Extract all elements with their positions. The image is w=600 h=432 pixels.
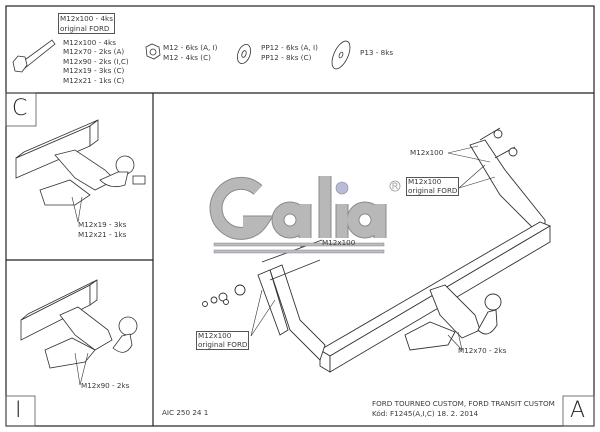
- washer-list: PP12 - 6ks (A, I) PP12 - 8ks (C): [261, 43, 318, 62]
- bolt-list: M12x100 - 4ks M12x70 - 2ks (A) M12x90 - …: [63, 38, 129, 85]
- note-line: original FORD: [60, 23, 110, 33]
- label: M12x21 - 1ks: [78, 229, 127, 239]
- nut-item: M12 - 6ks (A, I): [163, 43, 218, 52]
- product-code-date: Kód: F1245(A,I,C) 18. 2. 2014: [372, 409, 479, 418]
- label-m12x100-top: M12x100: [410, 148, 444, 157]
- label-original-ford-top: M12x100 original FORD: [406, 177, 460, 197]
- label-m12x100-center: M12x100: [322, 238, 356, 247]
- large-washer-label: P13 - 8ks: [360, 48, 394, 57]
- letter-box-i: [5, 395, 36, 427]
- panel-letter-i: I: [15, 398, 22, 423]
- panel-letter-c: C: [12, 96, 28, 121]
- label-line: M12x100: [198, 331, 232, 340]
- outer-frame: [5, 5, 595, 427]
- label-original-ford-left: M12x100 original FORD: [196, 331, 250, 351]
- label-line: M12x100: [408, 177, 442, 186]
- nut-list: M12 - 6ks (A, I) M12 - 4ks (C): [163, 43, 218, 62]
- title-block-text: FORD TOURNEO CUSTOM, FORD TRANSIT CUSTOM…: [372, 399, 555, 419]
- vehicle-models: FORD TOURNEO CUSTOM, FORD TRANSIT CUSTOM: [372, 399, 555, 408]
- bolt-item: M12x19 - 3ks (C): [63, 66, 125, 76]
- large-washer-icon: [331, 40, 351, 70]
- label: M12x19 - 3ks: [78, 220, 127, 229]
- bolt-icon: [12, 39, 56, 73]
- leader-lines-c: [71, 196, 83, 223]
- letter-box-a: [562, 395, 595, 427]
- letter-box-c: [5, 92, 37, 127]
- panel-i-label: M12x90 - 2ks: [81, 381, 130, 390]
- towbar-main-illustration: [202, 127, 552, 373]
- panel-c-labels: M12x19 - 3ks M12x21 - 1ks: [78, 220, 126, 239]
- bolt-item: M12x21 - 1ks (C): [63, 75, 125, 85]
- registered-mark: [389, 180, 401, 192]
- nut-icon: [145, 43, 161, 60]
- panel-letter-a: A: [570, 398, 586, 423]
- leader-lines-i: [74, 352, 89, 386]
- nut-item: M12 - 4ks (C): [163, 52, 211, 62]
- towbar-i-illustration: [20, 279, 138, 369]
- bolt-item: M12x90 - 2ks (I,C): [63, 56, 129, 66]
- note-line: M12x100 - 4ks: [60, 14, 113, 23]
- washer-icon: [237, 43, 251, 65]
- bolt-item: M12x70 - 2ks (A): [63, 47, 125, 57]
- washer-item: PP12 - 8ks (C): [261, 52, 312, 62]
- label-line: original FORD: [408, 185, 458, 195]
- galia-logo: [209, 176, 401, 254]
- towbar-c-illustration: [15, 119, 146, 206]
- drawing-number: AIC 250 24 1: [162, 408, 209, 417]
- washer-item: PP12 - 6ks (A, I): [261, 43, 318, 52]
- original-ford-note: M12x100 - 4ks original FORD: [58, 13, 115, 35]
- label-m12x70: M12x70 - 2ks: [458, 346, 507, 355]
- label-line: original FORD: [198, 339, 248, 349]
- bolt-item: M12x100 - 4ks: [63, 38, 116, 47]
